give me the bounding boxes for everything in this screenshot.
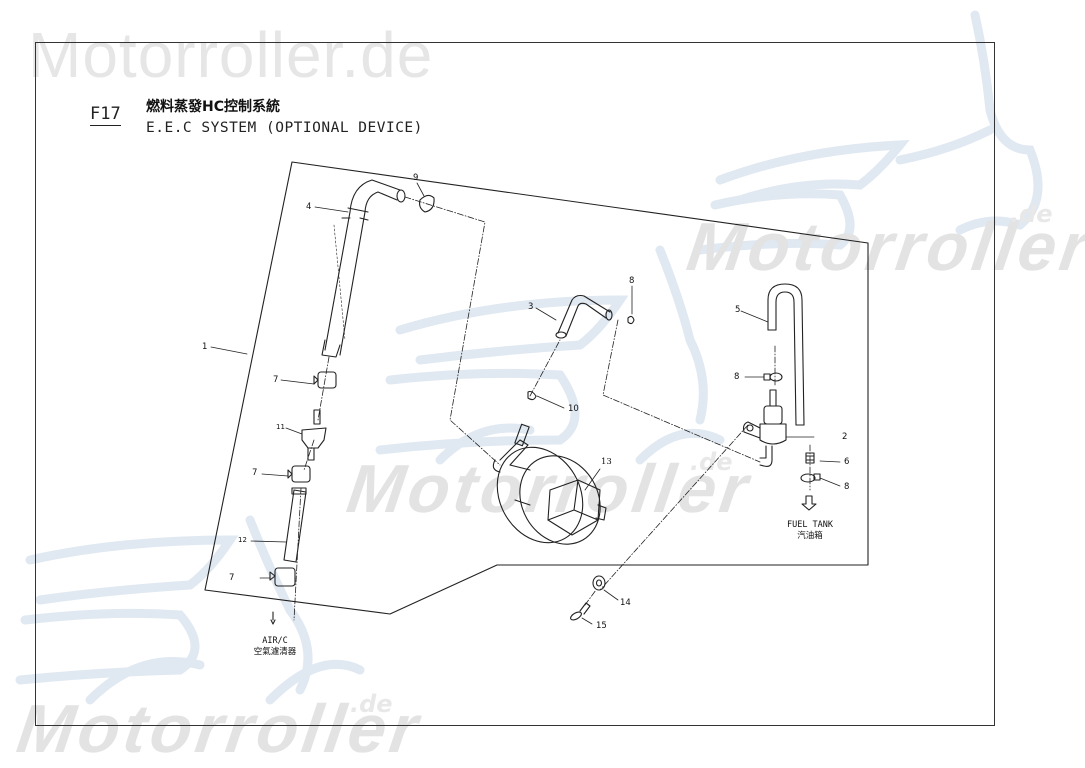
callout-5: 5 [735,305,741,315]
callout-2: 2 [842,432,848,442]
hose-part-4 [321,179,406,358]
air-cleaner-note: AIR/C 空氣濾清器 [240,636,310,658]
fitting-part-10 [527,390,537,401]
drawing-frame [35,42,995,726]
cap-part-9 [419,194,435,213]
air-cleaner-label-cn: 空氣濾清器 [253,647,297,657]
callout-11: 11 [276,423,285,431]
fuel-tank-note: FUEL TANK 汽油箱 [775,520,845,542]
screw-part-15 [570,602,591,621]
clip-part-8-lower [800,473,821,483]
filter-part-11 [301,409,327,461]
callout-15: 15 [596,621,607,631]
clamp-part-7-middle [287,465,311,483]
valve-part-2 [742,389,787,467]
callout-3: 3 [528,302,534,312]
fuel-tank-label-cn: 汽油箱 [797,531,823,541]
clamp-part-7-upper [313,371,337,389]
clip-part-8-upper [763,372,783,382]
assembly-outline [204,161,869,615]
callout-7-upper: 7 [273,375,279,385]
callout-1: 1 [202,342,208,352]
callout-7-lower: 7 [229,573,235,583]
figure-title-english: E.E.C SYSTEM (OPTIONAL DEVICE) [146,120,423,136]
callout-14: 14 [620,598,631,608]
callout-4: 4 [306,202,312,212]
watermark-suffix-right: .de [1010,200,1053,228]
watermark-suffix-bottom: .de [350,690,393,718]
figure-title-chinese: 燃料蒸發HC控制系統 [146,99,280,115]
hose-part-3 [555,294,613,339]
callout-6: 6 [844,457,850,467]
fitting-part-6 [805,452,815,464]
callout-13: 13 [601,457,612,467]
air-cleaner-label-en: AIR/C [262,636,288,646]
callout-7-middle: 7 [252,468,258,478]
callout-8-top: 8 [629,276,635,286]
figure-code: F17 [90,104,121,126]
callout-10: 10 [568,404,579,414]
callout-8-bottom: 8 [844,482,850,492]
watermark-top: Motorroller.de [28,19,434,91]
fuel-tank-label-en: FUEL TANK [786,520,834,530]
callout-9: 9 [413,173,419,183]
callout-8-middle: 8 [734,372,740,382]
callout-12: 12 [238,536,247,544]
watermark-suffix-middle: .de [690,448,733,476]
clamp-part-7-lower [269,567,296,587]
washer-part-14 [592,575,606,591]
hose-part-12 [283,487,307,563]
canister-part-13 [492,423,607,545]
hose-part-5 [767,283,805,426]
